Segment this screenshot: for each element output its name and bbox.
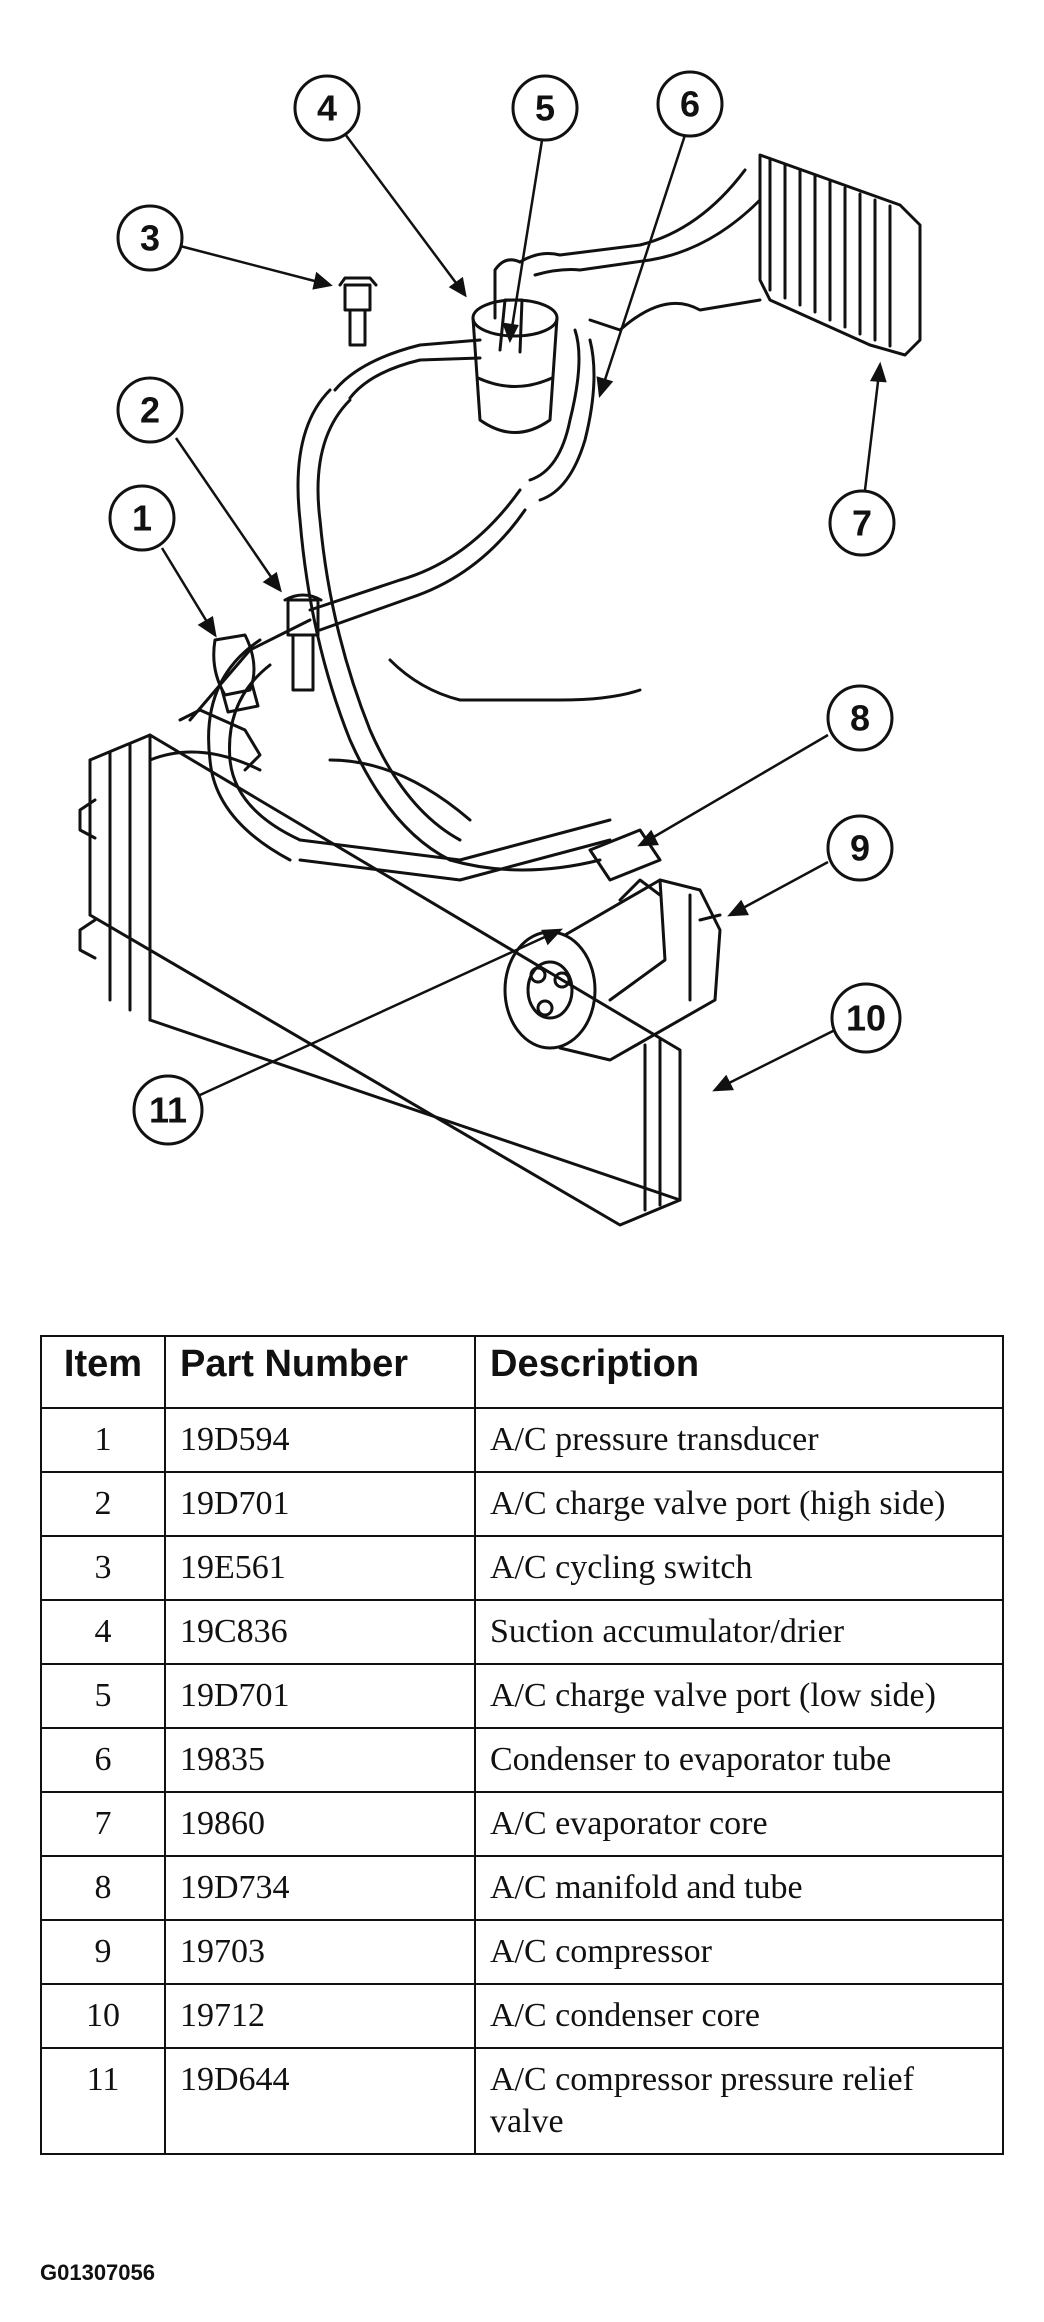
cell-item: 11 xyxy=(40,2047,166,2155)
leader-6 xyxy=(596,131,688,399)
callout-circle-7 xyxy=(828,489,896,557)
cell-description: Condenser to evaporator tube xyxy=(474,1727,1004,1793)
callout-circle-6 xyxy=(656,70,724,138)
leader-10 xyxy=(712,1028,836,1092)
leader-3 xyxy=(179,244,333,290)
table-row: 9 19703 A/C compressor xyxy=(40,1919,1004,1985)
callout-10: 10 xyxy=(846,998,886,1039)
cell-part-number: 19D734 xyxy=(164,1855,476,1921)
cell-item: 6 xyxy=(40,1727,166,1793)
table-row: 3 19E561 A/C cycling switch xyxy=(40,1535,1004,1601)
compressor xyxy=(503,878,722,1062)
cell-description: Suction accumulator/drier xyxy=(474,1599,1004,1665)
table-row: 5 19D701 A/C charge valve port (low side… xyxy=(40,1663,1004,1729)
callout-1: 1 xyxy=(132,498,152,539)
cell-part-number: 19860 xyxy=(164,1791,476,1857)
cell-item: 1 xyxy=(40,1407,166,1473)
cell-part-number: 19D701 xyxy=(164,1663,476,1729)
manifold xyxy=(588,828,662,882)
evaporator-core xyxy=(758,153,922,357)
cell-description: A/C pressure transducer xyxy=(474,1407,1004,1473)
callout-circle-1 xyxy=(108,484,176,552)
header-part-number: Part Number xyxy=(164,1335,476,1409)
cell-description: A/C charge valve port (high side) xyxy=(474,1471,1004,1537)
cell-part-number: 19C836 xyxy=(164,1599,476,1665)
callout-9: 9 xyxy=(850,828,870,869)
leader-11 xyxy=(199,928,564,1097)
cell-description: A/C compressor pressure relief valve xyxy=(474,2047,1004,2155)
accumulator-drier xyxy=(471,258,559,434)
cell-item: 5 xyxy=(40,1663,166,1729)
callout-circle-8 xyxy=(826,684,894,752)
cell-item: 2 xyxy=(40,1471,166,1537)
cell-item: 10 xyxy=(40,1983,166,2049)
callout-circle-3 xyxy=(116,204,184,272)
table-row: 6 19835 Condenser to evaporator tube xyxy=(40,1727,1004,1793)
table-header-row: Item Part Number Description xyxy=(40,1335,1004,1409)
cell-part-number: 19835 xyxy=(164,1727,476,1793)
ac-system-diagram: 1 2 3 4 5 6 7 8 9 10 11 xyxy=(78,70,922,1227)
callout-circle-5 xyxy=(511,74,579,142)
cell-part-number: 19E561 xyxy=(164,1535,476,1601)
table-row: 4 19C836 Suction accumulator/drier xyxy=(40,1599,1004,1665)
callout-3: 3 xyxy=(140,218,160,259)
cell-description: A/C condenser core xyxy=(474,1983,1004,2049)
leader-9 xyxy=(727,860,829,917)
leader-4 xyxy=(343,133,467,298)
callout-5: 5 xyxy=(535,88,555,129)
leader-5 xyxy=(502,133,545,344)
callout-circle-4 xyxy=(293,74,361,142)
bracket xyxy=(148,708,262,772)
cell-part-number: 19D594 xyxy=(164,1407,476,1473)
cell-description: A/C manifold and tube xyxy=(474,1855,1004,1921)
cell-description: A/C evaporator core xyxy=(474,1791,1004,1857)
cell-item: 7 xyxy=(40,1791,166,1857)
leader-8 xyxy=(637,733,829,847)
cell-description: A/C charge valve port (low side) xyxy=(474,1663,1004,1729)
cell-part-number: 19703 xyxy=(164,1919,476,1985)
cell-part-number: 19D701 xyxy=(164,1471,476,1537)
cell-part-number: 19712 xyxy=(164,1983,476,2049)
figure-id: G01307056 xyxy=(40,2260,155,2285)
pressure-transducer xyxy=(212,633,260,714)
callout-11: 11 xyxy=(149,1090,187,1131)
cell-item: 4 xyxy=(40,1599,166,1665)
table-row: 8 19D734 A/C manifold and tube xyxy=(40,1855,1004,1921)
table-row: 7 19860 A/C evaporator core xyxy=(40,1791,1004,1857)
cell-description: A/C compressor xyxy=(474,1919,1004,1985)
leader-1 xyxy=(160,547,217,638)
cell-item: 3 xyxy=(40,1535,166,1601)
callout-7: 7 xyxy=(852,503,872,544)
table-row: 11 19D644 A/C compressor pressure relief… xyxy=(40,2047,1004,2155)
cell-description: A/C cycling switch xyxy=(474,1535,1004,1601)
table-row: 2 19D701 A/C charge valve port (high sid… xyxy=(40,1471,1004,1537)
cycling-switch xyxy=(338,276,378,347)
leader-7 xyxy=(863,361,887,491)
cell-item: 9 xyxy=(40,1919,166,1985)
cell-item: 8 xyxy=(40,1855,166,1921)
parts-table: Item Part Number Description 1 19D594 A/… xyxy=(40,1335,1004,2155)
callout-8: 8 xyxy=(850,698,870,739)
callout-circle-9 xyxy=(826,814,894,882)
charge-valve-high-side xyxy=(283,593,323,692)
callout-circle-11 xyxy=(132,1074,204,1146)
header-description: Description xyxy=(474,1335,1004,1409)
header-item: Item xyxy=(40,1335,166,1409)
callout-6: 6 xyxy=(680,84,700,125)
callout-circle-2 xyxy=(116,376,184,444)
condenser-core xyxy=(78,733,682,1227)
table-row: 1 19D594 A/C pressure transducer xyxy=(40,1407,1004,1473)
callout-4: 4 xyxy=(317,88,337,129)
leader-2 xyxy=(174,437,282,593)
table-row: 10 19712 A/C condenser core xyxy=(40,1983,1004,2049)
hoses xyxy=(188,168,762,882)
callout-circle-10 xyxy=(830,982,902,1054)
callout-2: 2 xyxy=(140,390,160,431)
cell-part-number: 19D644 xyxy=(164,2047,476,2155)
